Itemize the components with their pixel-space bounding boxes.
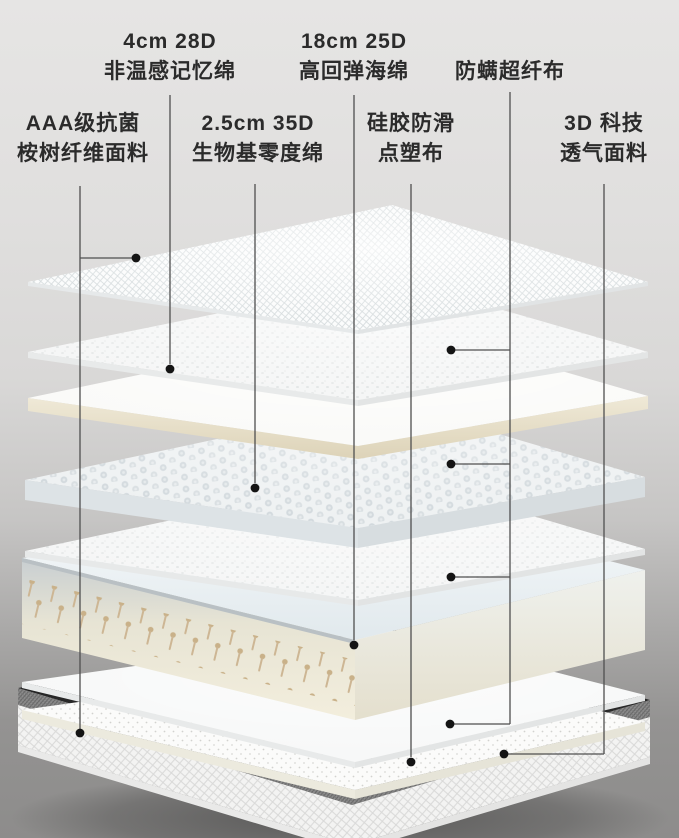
dot-top-cover (131, 253, 141, 263)
dot-wadding-3 (446, 572, 456, 582)
label-antimite-fabric-name: 防螨超纤布 (455, 60, 565, 83)
label-silicone-grip-name1: 硅胶防滑 (367, 112, 455, 135)
label-resilience-foam-spec: 18cm 25D (300, 30, 408, 53)
leader-antimite-fabric (454, 92, 511, 725)
pointer-dots (75, 253, 509, 767)
foam-pins (22, 578, 355, 706)
dot-memory-foam (165, 364, 175, 374)
leader-3d-mesh (508, 184, 605, 755)
label-zero-foam-spec: 2.5cm 35D (201, 112, 315, 135)
dot-zero-foam (250, 483, 260, 493)
leader-eucalyptus (79, 186, 132, 733)
label-resilience-foam-name: 高回弹海绵 (299, 60, 409, 83)
dot-resilience-foam (349, 640, 359, 650)
label-eucalyptus-grade: AAA级抗菌 (25, 112, 141, 135)
label-eucalyptus-name: 桉树纤维面料 (17, 142, 149, 165)
label-silicone-grip-name2: 点塑布 (378, 142, 444, 165)
label-memory-foam: 4cm 28D 非温感记忆绵 (104, 27, 236, 87)
dot-wadding-1 (446, 345, 456, 355)
label-silicone-grip: 硅胶防滑 点塑布 (367, 109, 455, 169)
dot-wadding-4 (445, 719, 455, 729)
dot-base-band (499, 749, 509, 759)
label-eucalyptus-fabric: AAA级抗菌 桉树纤维面料 (17, 109, 149, 169)
label-3d-mesh: 3D 科技 透气面料 (560, 109, 648, 169)
layer-mesh-top-cover (28, 205, 648, 334)
leader-lines (79, 92, 605, 757)
dot-anti-slip-sheet (406, 757, 416, 767)
label-3d-mesh-name1: 3D 科技 (564, 112, 644, 135)
label-memory-foam-name: 非温感记忆绵 (104, 60, 236, 83)
label-zero-foam: 2.5cm 35D 生物基零度绵 (192, 109, 324, 169)
label-resilience-foam: 18cm 25D 高回弹海绵 (299, 27, 409, 87)
label-3d-mesh-name2: 透气面料 (560, 142, 648, 165)
label-zero-foam-name: 生物基零度绵 (192, 142, 324, 165)
label-memory-foam-spec: 4cm 28D (123, 30, 217, 53)
dot-wadding-2 (446, 459, 456, 469)
label-antimite-fabric: 防螨超纤布 (455, 57, 565, 87)
dot-base-side (75, 728, 85, 738)
